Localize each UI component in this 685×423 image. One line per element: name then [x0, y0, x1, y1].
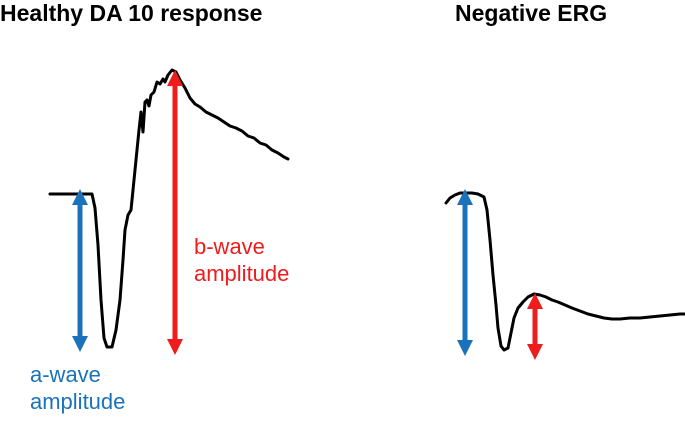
b-wave-label-line-2: amplitude	[194, 261, 290, 286]
b-wave-label-line-1: b-wave	[194, 234, 265, 259]
negative-erg-waveform-trace	[444, 191, 685, 352]
a-wave-amplitude-label: a-wave amplitude	[30, 361, 125, 415]
healthy-waveform-trace	[48, 68, 290, 349]
healthy-response-title: Healthy DA 10 response	[0, 0, 263, 26]
b-wave-amplitude-label: b-wave amplitude	[194, 233, 289, 287]
a-wave-label-line-1: a-wave	[30, 362, 101, 387]
a-wave-label-line-2: amplitude	[30, 389, 126, 414]
negative-erg-title: Negative ERG	[455, 0, 608, 26]
